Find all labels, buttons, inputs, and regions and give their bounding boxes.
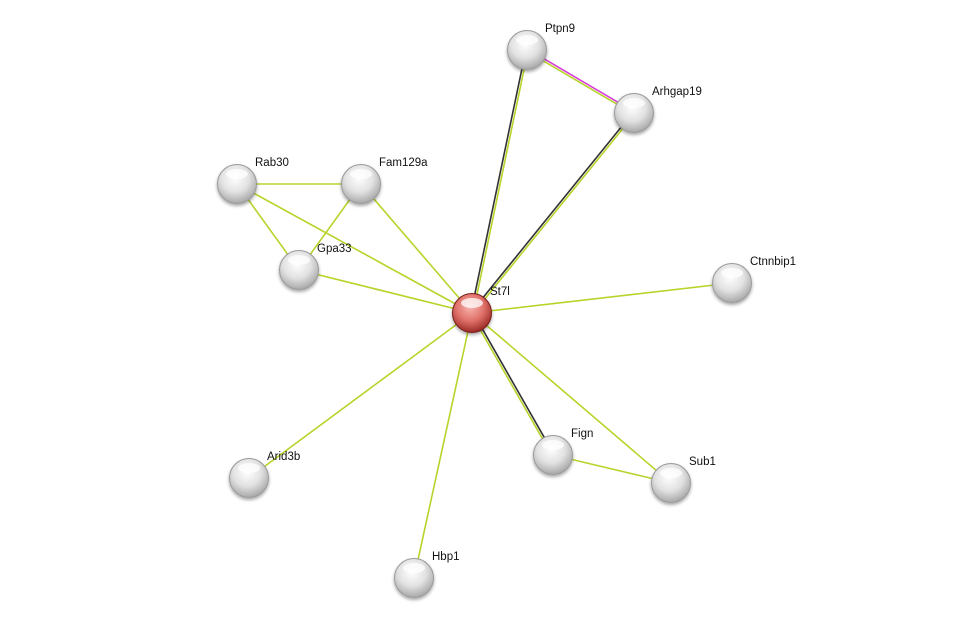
node-highlight [542,440,564,450]
edge-st7l-ptpn9-coexpression[interactable] [470,49,527,313]
node-label[interactable]: Hbp1 [432,551,460,563]
node-fam129a[interactable]: Fam129a [341,157,429,204]
edge-st7l-hbp1-textmining[interactable] [413,312,473,579]
edge-st7l-sub1-textmining[interactable] [471,312,672,484]
node-highlight [623,98,645,108]
edge-st7l-fign-coexpression[interactable] [472,312,555,455]
node-label[interactable]: Ptpn9 [545,23,575,35]
edge-gpa33-st7l-textmining[interactable] [298,269,473,314]
edge-ptpn9-arhgap19-textmining[interactable] [526,50,634,115]
node-highlight [461,298,483,308]
node-fign[interactable]: Fign [533,428,594,475]
node-label[interactable]: Gpa33 [317,243,352,255]
node-gpa33[interactable]: Gpa33 [279,243,352,290]
node-label[interactable]: Fign [571,428,593,440]
node-label[interactable]: Sub1 [689,456,716,468]
node-st7l[interactable]: St7l [452,286,510,333]
node-highlight [403,563,425,573]
node-highlight [721,268,743,278]
edge-fam129a-st7l-textmining[interactable] [360,183,473,314]
node-highlight [238,463,260,473]
node-rab30[interactable]: Rab30 [217,157,289,204]
node-hbp1[interactable]: Hbp1 [394,551,460,598]
node-ctnnbip1[interactable]: Ctnnbip1 [712,256,797,303]
edge-st7l-arhgap19-textmining[interactable] [472,113,636,315]
node-label[interactable]: Arid3b [267,451,300,463]
node-highlight [226,169,248,179]
node-sub1[interactable]: Sub1 [651,456,716,503]
edge-fign-sub1-textmining[interactable] [552,454,672,484]
node-label[interactable]: Fam129a [379,157,428,169]
node-highlight [516,35,538,45]
node-label[interactable]: St7l [490,286,510,298]
node-label[interactable]: Rab30 [255,157,289,169]
node-label[interactable]: Ctnnbip1 [750,256,796,268]
node-highlight [660,468,682,478]
edge-st7l-fign-textmining[interactable] [470,313,553,456]
node-arid3b[interactable]: Arid3b [229,451,301,498]
edge-ptpn9-arhgap19-experiments[interactable] [527,48,635,113]
edge-st7l-arhgap19-coexpression[interactable] [470,111,634,313]
edge-st7l-ptpn9-textmining[interactable] [472,50,529,314]
edge-st7l-arid3b-textmining[interactable] [248,312,473,479]
edge-rab30-st7l-textmining[interactable] [236,183,473,314]
edge-st7l-ctnnbip1-textmining[interactable] [471,282,733,314]
node-label[interactable]: Arhgap19 [652,86,702,98]
node-arhgap19[interactable]: Arhgap19 [614,86,702,133]
node-ptpn9[interactable]: Ptpn9 [507,23,576,70]
node-highlight [288,255,310,265]
node-highlight [350,169,372,179]
